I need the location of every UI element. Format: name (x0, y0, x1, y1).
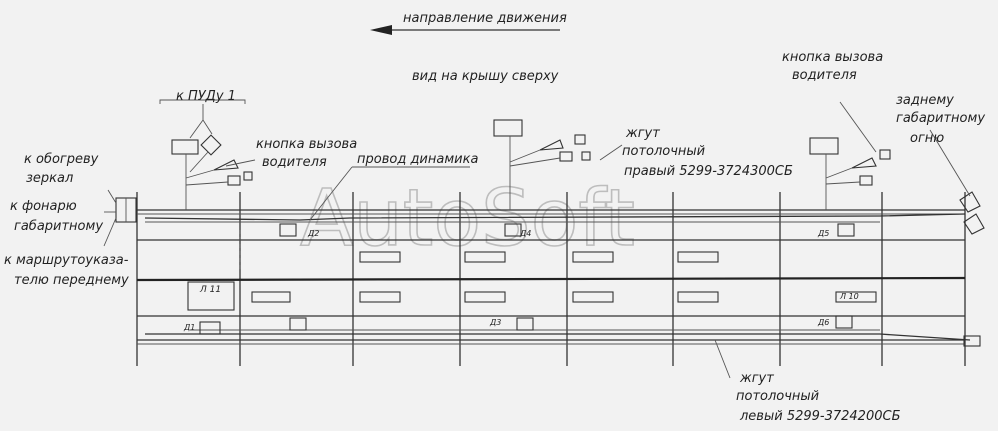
label-mirror-heater-2: зеркал (26, 171, 73, 186)
tag-l11: Л 11 (199, 285, 221, 295)
label-call-button-right-2: водителя (792, 68, 857, 83)
label-speaker-wire: провод динамика (357, 152, 478, 167)
label-rear-lamp-1: заднему (896, 93, 954, 108)
call-button-group-right (809, 137, 891, 210)
label-route-indicator-2: телю переднему (14, 273, 129, 288)
tag-d4: Д4 (519, 229, 531, 238)
label-pudu: к ПУДу 1 (176, 89, 236, 104)
harness-left-run (145, 329, 971, 341)
tag-d3: Д3 (489, 318, 501, 327)
tag-d6: Д6 (817, 318, 829, 327)
tag-d5: Д5 (817, 229, 829, 238)
label-harness-left-1: жгут (739, 371, 774, 386)
label-clearance-lamp-2: габаритному (14, 219, 103, 234)
label-clearance-lamp-1: к фонарю (10, 199, 77, 214)
label-harness-left-2: потолочный (736, 389, 819, 404)
label-rear-lamp-3: огню (910, 131, 944, 146)
label-route-indicator-1: к маршрутоуказа- (4, 253, 129, 268)
roof-frame (136, 192, 966, 366)
label-harness-left-3: левый 5299-3724200СБ (739, 409, 901, 424)
direction-arrow (370, 25, 560, 35)
label-call-button-left-1: кнопка вызова (256, 137, 357, 152)
watermark: AutoSoft (300, 174, 635, 264)
roof-fixtures (187, 251, 877, 311)
tag-l10: Л 10 (839, 292, 859, 301)
label-call-button-left-2: водителя (262, 155, 327, 170)
label-call-button-right-1: кнопка вызова (782, 50, 883, 65)
tag-d2: Д2 (307, 229, 319, 238)
call-button-group-left (171, 134, 253, 210)
view-label: вид на крышу сверху (412, 69, 559, 84)
harness-right-run (144, 213, 966, 270)
label-harness-right-3: правый 5299-3724300СБ (624, 164, 793, 179)
tag-d1: Д1 (183, 323, 195, 332)
label-harness-right-2: потолочный (622, 144, 705, 159)
label-rear-lamp-2: габаритному (896, 111, 985, 126)
call-button-group-center (493, 119, 591, 210)
label-harness-right-1: жгут (625, 126, 660, 141)
rear-connectors (959, 191, 985, 347)
direction-label: направление движения (403, 11, 567, 26)
leader-lines (159, 99, 971, 379)
label-mirror-heater-1: к обогреву (24, 152, 99, 167)
connectors (199, 223, 855, 335)
front-connector (103, 189, 137, 247)
